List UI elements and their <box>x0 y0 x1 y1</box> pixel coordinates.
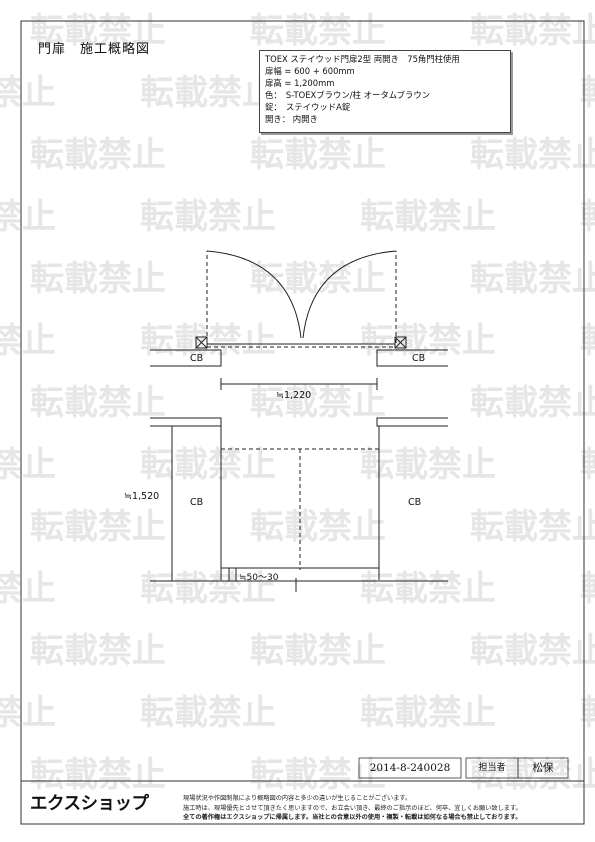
doc-number: 2014-8-240028 <box>369 762 451 774</box>
post-right <box>394 336 407 349</box>
watermark-layer: 転載禁止転載禁止転載禁止転載禁止転載禁止転載禁止転載禁止転載禁止転載禁止転載禁止… <box>0 11 595 795</box>
gap-dimension: ≒50～30 <box>239 573 279 583</box>
gate-elevation <box>150 250 448 390</box>
spec-line: 錠： ステイウッドA錠 <box>265 102 351 113</box>
watermark-text: 転載禁止 <box>470 507 595 547</box>
watermark-text: 転載禁止 <box>470 135 595 175</box>
watermark-text: 転載禁止 <box>140 197 276 237</box>
watermark-text: 転載禁止 <box>360 321 496 361</box>
cb-wall-left <box>150 349 222 367</box>
watermark-text: 転載禁止 <box>580 73 595 113</box>
company-logo: エクスショップ <box>30 794 149 814</box>
cb-label-right: CB <box>412 353 426 364</box>
watermark-text: 転載禁止 <box>470 259 595 299</box>
watermark-text: 転載禁止 <box>580 569 595 609</box>
footer-note: 施工時は、現場優先とさせて頂きたく思いますので、お立会い頂き、最終のご指示のほど… <box>183 804 522 812</box>
watermark-text: 転載禁止 <box>580 445 595 485</box>
watermark-text: 転載禁止 <box>470 383 595 423</box>
watermark-text: 転載禁止 <box>0 321 56 361</box>
spec-line: 色： S-TOEXブラウン/柱 オータムブラウン <box>265 90 431 101</box>
cb-label-left: CB <box>190 353 204 364</box>
watermark-text: 転載禁止 <box>0 197 56 237</box>
footer-note: 全ての著作権はエクスショップに帰属します。当社との合意以外の使用・複製・転載は如… <box>183 814 522 822</box>
person-name: 松保 <box>532 762 554 774</box>
watermark-text: 転載禁止 <box>30 11 166 51</box>
watermark-text: 転載禁止 <box>140 321 276 361</box>
width-dimension: ≒1,220 <box>276 390 312 401</box>
gate-plan <box>150 417 448 592</box>
watermark-text: 転載禁止 <box>250 383 386 423</box>
wall-right-plan <box>376 417 448 427</box>
watermark-text: 転載禁止 <box>250 11 386 51</box>
spec-box: TOEX ステイウッド門扉2型 両開き 75角門柱使用 扉幅 = 600 + 6… <box>259 50 511 133</box>
watermark-text: 転載禁止 <box>250 259 386 299</box>
watermark-text: 転載禁止 <box>140 445 276 485</box>
watermark-text: 転載禁止 <box>140 569 276 609</box>
page-title: 門扉 施工概略図 <box>38 42 151 57</box>
watermark-text: 転載禁止 <box>470 631 595 671</box>
footer-notes: 現場状況や作図制限により概略図の内容と多少の違いが生じることがございます。 施工… <box>183 794 522 823</box>
watermark-text: 転載禁止 <box>30 507 166 547</box>
spec-line: 開き： 内開き <box>265 114 318 125</box>
opening-dashed <box>221 448 379 570</box>
watermark-text: 転載禁止 <box>250 755 386 795</box>
watermark-text: 転載禁止 <box>30 755 166 795</box>
watermark-text: 転載禁止 <box>30 631 166 671</box>
watermark-text: 転載禁止 <box>0 73 56 113</box>
watermark-text: 転載禁止 <box>30 383 166 423</box>
watermark-text: 転載禁止 <box>0 693 56 733</box>
watermark-text: 転載禁止 <box>140 73 276 113</box>
post-right-cross <box>394 336 407 349</box>
swing-arc-left <box>206 250 302 339</box>
person-label: 担当者 <box>478 763 506 773</box>
person-name-box <box>517 757 569 779</box>
depth-dimension: ≒1,520 <box>124 491 160 502</box>
watermark-text: 転載禁止 <box>140 693 276 733</box>
watermark-text: 転載禁止 <box>470 11 595 51</box>
watermark-text: 転載禁止 <box>250 135 386 175</box>
cb-label-plan-right: CB <box>408 497 422 508</box>
swing-arc-right <box>302 250 397 339</box>
doc-number-box <box>358 757 462 779</box>
watermark-text: 転載禁止 <box>360 693 496 733</box>
watermark-text: 転載禁止 <box>0 569 56 609</box>
watermark-text: 転載禁止 <box>30 135 166 175</box>
watermark-text: 転載禁止 <box>30 259 166 299</box>
wall-left-plan <box>150 417 222 427</box>
spec-line: 扉高 = 1,200mm <box>265 78 335 89</box>
post-left-cross <box>195 336 208 349</box>
cb-label-plan-left: CB <box>190 497 204 508</box>
watermark-text: 転載禁止 <box>250 631 386 671</box>
page-frame <box>20 20 585 825</box>
footer-note: 現場状況や作図制限により概略図の内容と多少の違いが生じることがございます。 <box>183 795 412 802</box>
watermark-text: 転載禁止 <box>360 569 496 609</box>
spec-line: 扉幅 = 600 + 600mm <box>265 66 355 77</box>
spec-line: TOEX ステイウッド門扉2型 両開き 75角門柱使用 <box>265 54 460 64</box>
watermark-text: 転載禁止 <box>0 445 56 485</box>
watermark-text: 転載禁止 <box>580 693 595 733</box>
watermark-text: 転載禁止 <box>360 197 496 237</box>
watermark-text: 転載禁止 <box>470 755 595 795</box>
watermark-text: 転載禁止 <box>250 507 386 547</box>
watermark-text: 転載禁止 <box>580 321 595 361</box>
cb-wall-right <box>376 349 448 367</box>
watermark-text: 転載禁止 <box>580 197 595 237</box>
watermark-text: 転載禁止 <box>360 445 496 485</box>
